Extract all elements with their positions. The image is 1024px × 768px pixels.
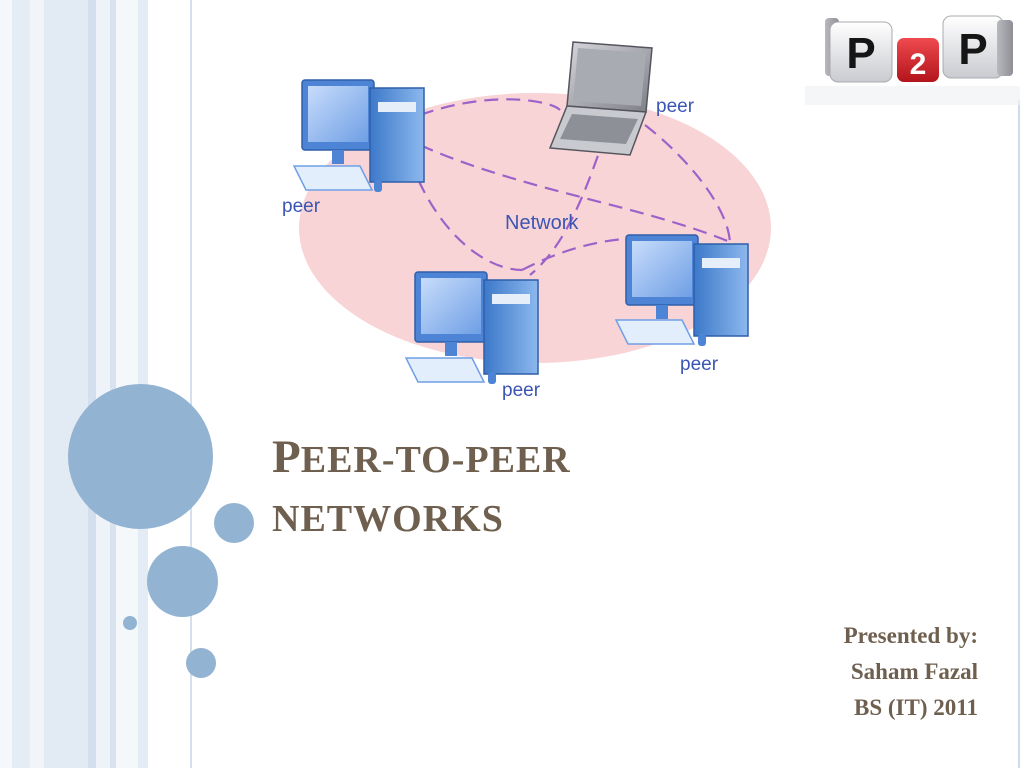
presenter-info: Presented by: Saham Fazal BS (IT) 2011	[844, 618, 978, 726]
title-line-2: NETWORKS	[272, 498, 504, 540]
slide-title: PEER-TO-PEER NETWORKS	[272, 428, 832, 548]
p2p-logo: P 2 P	[805, 15, 1020, 105]
stripe-decoration	[190, 0, 192, 768]
logo-letter-right: P	[958, 25, 987, 74]
stripe-decoration	[12, 0, 30, 768]
stripe-decoration	[88, 0, 96, 768]
logo-cube-middle: 2	[897, 38, 939, 82]
stripe-decoration	[0, 0, 12, 768]
logo-digit: 2	[910, 48, 927, 81]
presented-by-label: Presented by:	[843, 623, 978, 648]
logo-cube-right: P	[942, 15, 1013, 79]
title-line-1: PEER-TO-PEER	[272, 428, 832, 490]
decorative-circle	[68, 384, 213, 529]
peer-label: peer	[680, 354, 719, 375]
peer-computer-right	[614, 234, 749, 346]
decorative-circle	[186, 648, 216, 678]
peer-label: peer	[502, 380, 541, 401]
stripe-decoration	[148, 0, 190, 768]
stripe-decoration	[116, 0, 138, 768]
decorative-circle	[123, 616, 137, 630]
presenter-program: BS (IT) 2011	[854, 695, 978, 720]
stripe-decoration	[110, 0, 116, 768]
logo-letter-left: P	[846, 29, 875, 78]
peer-computer-bottom	[404, 271, 539, 384]
network-label: Network	[505, 212, 579, 234]
right-border-line	[1018, 100, 1020, 768]
logo-cube-left: P	[825, 18, 893, 83]
title-rest: EER-TO-PEER	[300, 439, 571, 481]
stripe-decoration	[44, 0, 88, 768]
stripe-decoration	[30, 0, 44, 768]
peer-label: peer	[656, 96, 695, 117]
title-initial: P	[272, 431, 301, 483]
peer-laptop-top	[548, 41, 653, 156]
peer-computer-top-left	[292, 79, 425, 192]
network-diagram: Network peer peer peer peer	[282, 41, 771, 401]
presenter-name: Saham Fazal	[850, 659, 978, 684]
decorative-circle	[147, 546, 218, 617]
stripe-decoration	[96, 0, 110, 768]
peer-label: peer	[282, 196, 321, 217]
decorative-circle	[214, 503, 254, 543]
